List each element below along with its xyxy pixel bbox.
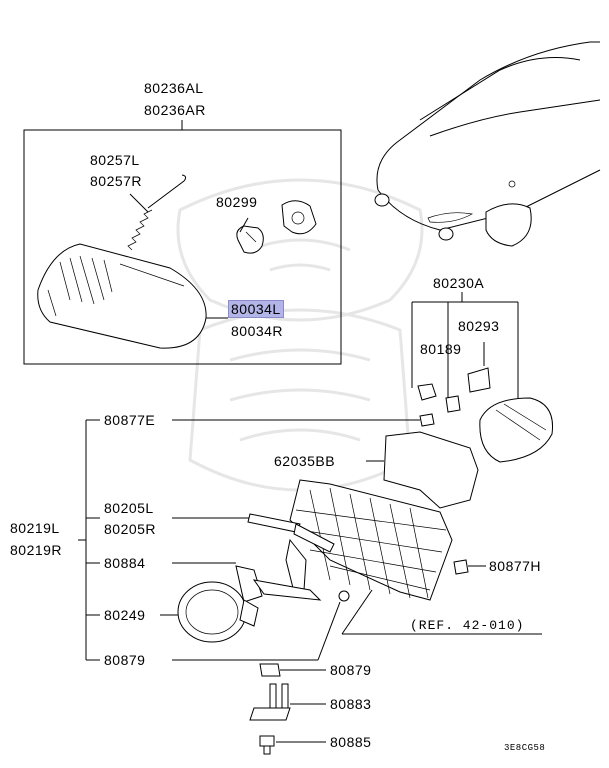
diagram-code: 3E8CG58: [504, 743, 546, 753]
clip-80879: [259, 663, 281, 677]
label-80205l[interactable]: 80205L: [104, 500, 154, 516]
label-80034l[interactable]: 80034L: [228, 300, 284, 318]
label-80230a[interactable]: 80230A: [433, 275, 485, 291]
label-80219l[interactable]: 80219L: [10, 520, 60, 536]
label-62035bb[interactable]: 62035BB: [274, 453, 336, 469]
side-lamp-part: [417, 367, 554, 463]
label-80879-clip[interactable]: 80879: [330, 662, 372, 678]
label-80219r[interactable]: 80219R: [10, 542, 63, 558]
bolt-80885: [259, 735, 326, 755]
label-80877e[interactable]: 80877E: [104, 412, 156, 428]
label-80299[interactable]: 80299: [216, 194, 258, 210]
bracket-80883: [249, 683, 326, 721]
label-80205r[interactable]: 80205R: [104, 521, 157, 537]
label-80249[interactable]: 80249: [104, 607, 146, 623]
label-80293[interactable]: 80293: [458, 318, 500, 334]
label-80236al[interactable]: 80236AL: [144, 80, 204, 96]
label-80885[interactable]: 80885: [330, 734, 372, 750]
car-outline: [374, 41, 601, 247]
label-80189[interactable]: 80189: [420, 341, 462, 357]
lens-part: [37, 243, 228, 349]
screw-80877e: [419, 413, 435, 427]
label-80236ar[interactable]: 80236AR: [144, 102, 206, 118]
group-bracket-80219: [78, 419, 100, 661]
bracket-80205: [172, 513, 335, 593]
callout-80230a: [411, 292, 519, 400]
fog-lamp-part: [160, 581, 259, 643]
label-80034r[interactable]: 80034R: [231, 323, 284, 339]
label-80879-nut[interactable]: 80879: [104, 652, 146, 668]
reference-note[interactable]: (REF. 42-010): [410, 618, 525, 633]
shield-part: [366, 431, 479, 509]
spring-part: [127, 174, 187, 251]
bulb-part: [236, 200, 317, 254]
label-80883[interactable]: 80883: [330, 696, 372, 712]
highlighted-part[interactable]: 80034L: [228, 300, 284, 318]
label-80257r[interactable]: 80257R: [90, 173, 143, 189]
label-80257l[interactable]: 80257L: [90, 152, 140, 168]
label-80877h[interactable]: 80877H: [489, 558, 542, 574]
label-80884[interactable]: 80884: [104, 555, 146, 571]
screw-80877h: [453, 559, 469, 575]
holder-80884: [172, 562, 322, 603]
nut-80879: [338, 590, 350, 602]
